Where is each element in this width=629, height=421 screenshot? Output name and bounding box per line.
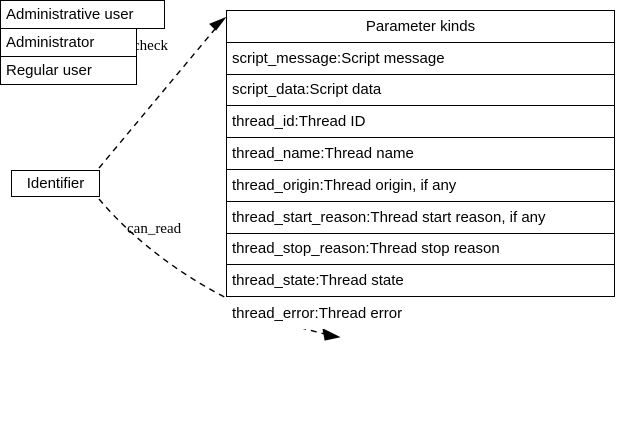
record-row-thread-state[interactable]: thread_state:Thread state xyxy=(227,265,614,298)
edge-label-can-read: can_read xyxy=(127,221,182,237)
record-row-thread-id[interactable]: thread_id:Thread ID xyxy=(227,106,614,139)
record-row-thread-error[interactable]: thread_error:Thread error xyxy=(227,297,614,329)
record-row-script-data[interactable]: script_data:Script data xyxy=(227,74,614,107)
record-row-administrative-user[interactable]: Administrative user xyxy=(0,0,165,29)
record-row-thread-name[interactable]: thread_name:Thread name xyxy=(227,138,614,170)
record-row-administrator[interactable]: Administrator xyxy=(0,28,137,57)
record-title-parameter-kinds: Parameter kinds xyxy=(227,11,614,43)
record-row-thread-start-reason[interactable]: thread_start_reason:Thread start reason,… xyxy=(227,201,614,234)
edge-label-check: check xyxy=(133,38,168,54)
record-row-script-message[interactable]: script_message:Script message xyxy=(227,42,614,75)
record-row-thread-origin[interactable]: thread_origin:Thread origin, if any xyxy=(227,169,614,202)
edge-can-read-arrowhead xyxy=(322,328,341,341)
edge-check-arrowhead xyxy=(209,16,227,31)
record-row-regular-user[interactable]: Regular user xyxy=(0,56,137,85)
record-row-thread-stop-reason[interactable]: thread_stop_reason:Thread stop reason xyxy=(227,233,614,266)
node-parameter-kinds[interactable]: Parameter kinds script_message:Script me… xyxy=(226,10,615,329)
node-identifier[interactable]: Identifier xyxy=(11,170,100,197)
